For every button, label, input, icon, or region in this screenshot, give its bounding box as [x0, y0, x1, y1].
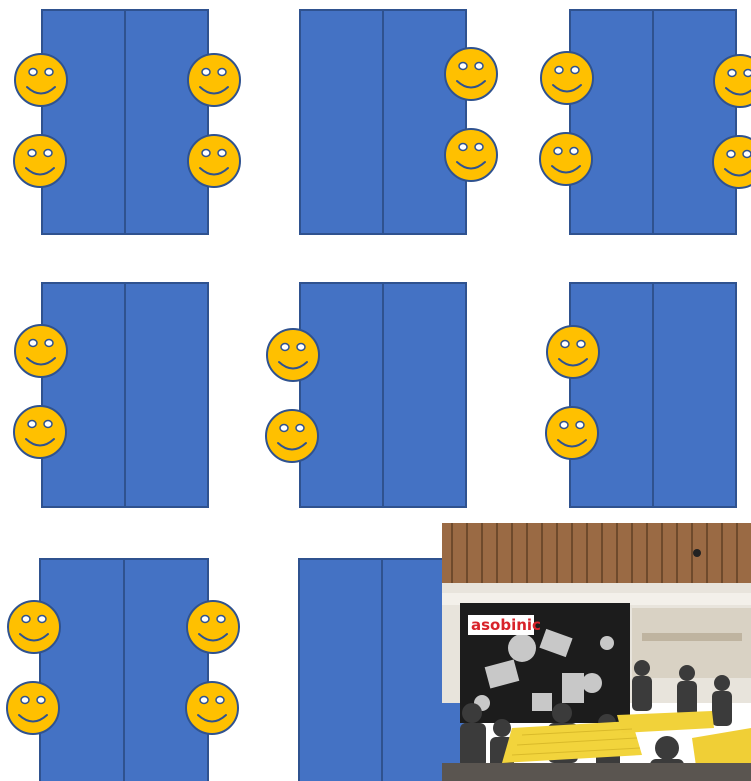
- smiley-face-icon: [186, 682, 238, 734]
- smiley-face-icon: [546, 407, 598, 459]
- table: [383, 10, 466, 234]
- event-photo: asobinic: [442, 523, 751, 781]
- table: [42, 10, 125, 234]
- table: [299, 559, 382, 781]
- table: [653, 283, 736, 507]
- group-2-tables: [300, 10, 466, 234]
- asobinic-logo: asobinic: [471, 616, 541, 634]
- smiley-face-icon: [267, 329, 319, 381]
- table: [42, 283, 125, 507]
- smiley-face-icon: [14, 135, 66, 187]
- group-5-tables: [300, 283, 466, 507]
- table: [570, 10, 653, 234]
- smiley-face-icon: [445, 129, 497, 181]
- group-8-tables: [299, 559, 465, 781]
- group-3-tables: [570, 10, 736, 234]
- group-1-tables: [42, 10, 208, 234]
- table: [570, 283, 653, 507]
- group-7-tables: [40, 559, 208, 781]
- smiley-face-icon: [188, 135, 240, 187]
- smiley-face-icon: [188, 54, 240, 106]
- table: [300, 10, 383, 234]
- smiley-face-icon: [445, 48, 497, 100]
- table: [125, 283, 208, 507]
- smiley-face-icon: [547, 326, 599, 378]
- smiley-face-icon: [14, 406, 66, 458]
- table: [125, 10, 208, 234]
- table: [124, 559, 208, 781]
- smiley-face-icon: [7, 682, 59, 734]
- smiley-face-icon: [187, 601, 239, 653]
- smiley-face-icon: [540, 133, 592, 185]
- table: [383, 283, 466, 507]
- smiley-face-icon: [541, 52, 593, 104]
- group-4-tables: [42, 283, 208, 507]
- table: [653, 10, 736, 234]
- table: [300, 283, 383, 507]
- smiley-face-icon: [15, 325, 67, 377]
- smiley-face-icon: [266, 410, 318, 462]
- table: [40, 559, 124, 781]
- group-6-tables: [570, 283, 736, 507]
- smiley-face-icon: [15, 54, 67, 106]
- smiley-face-icon: [8, 601, 60, 653]
